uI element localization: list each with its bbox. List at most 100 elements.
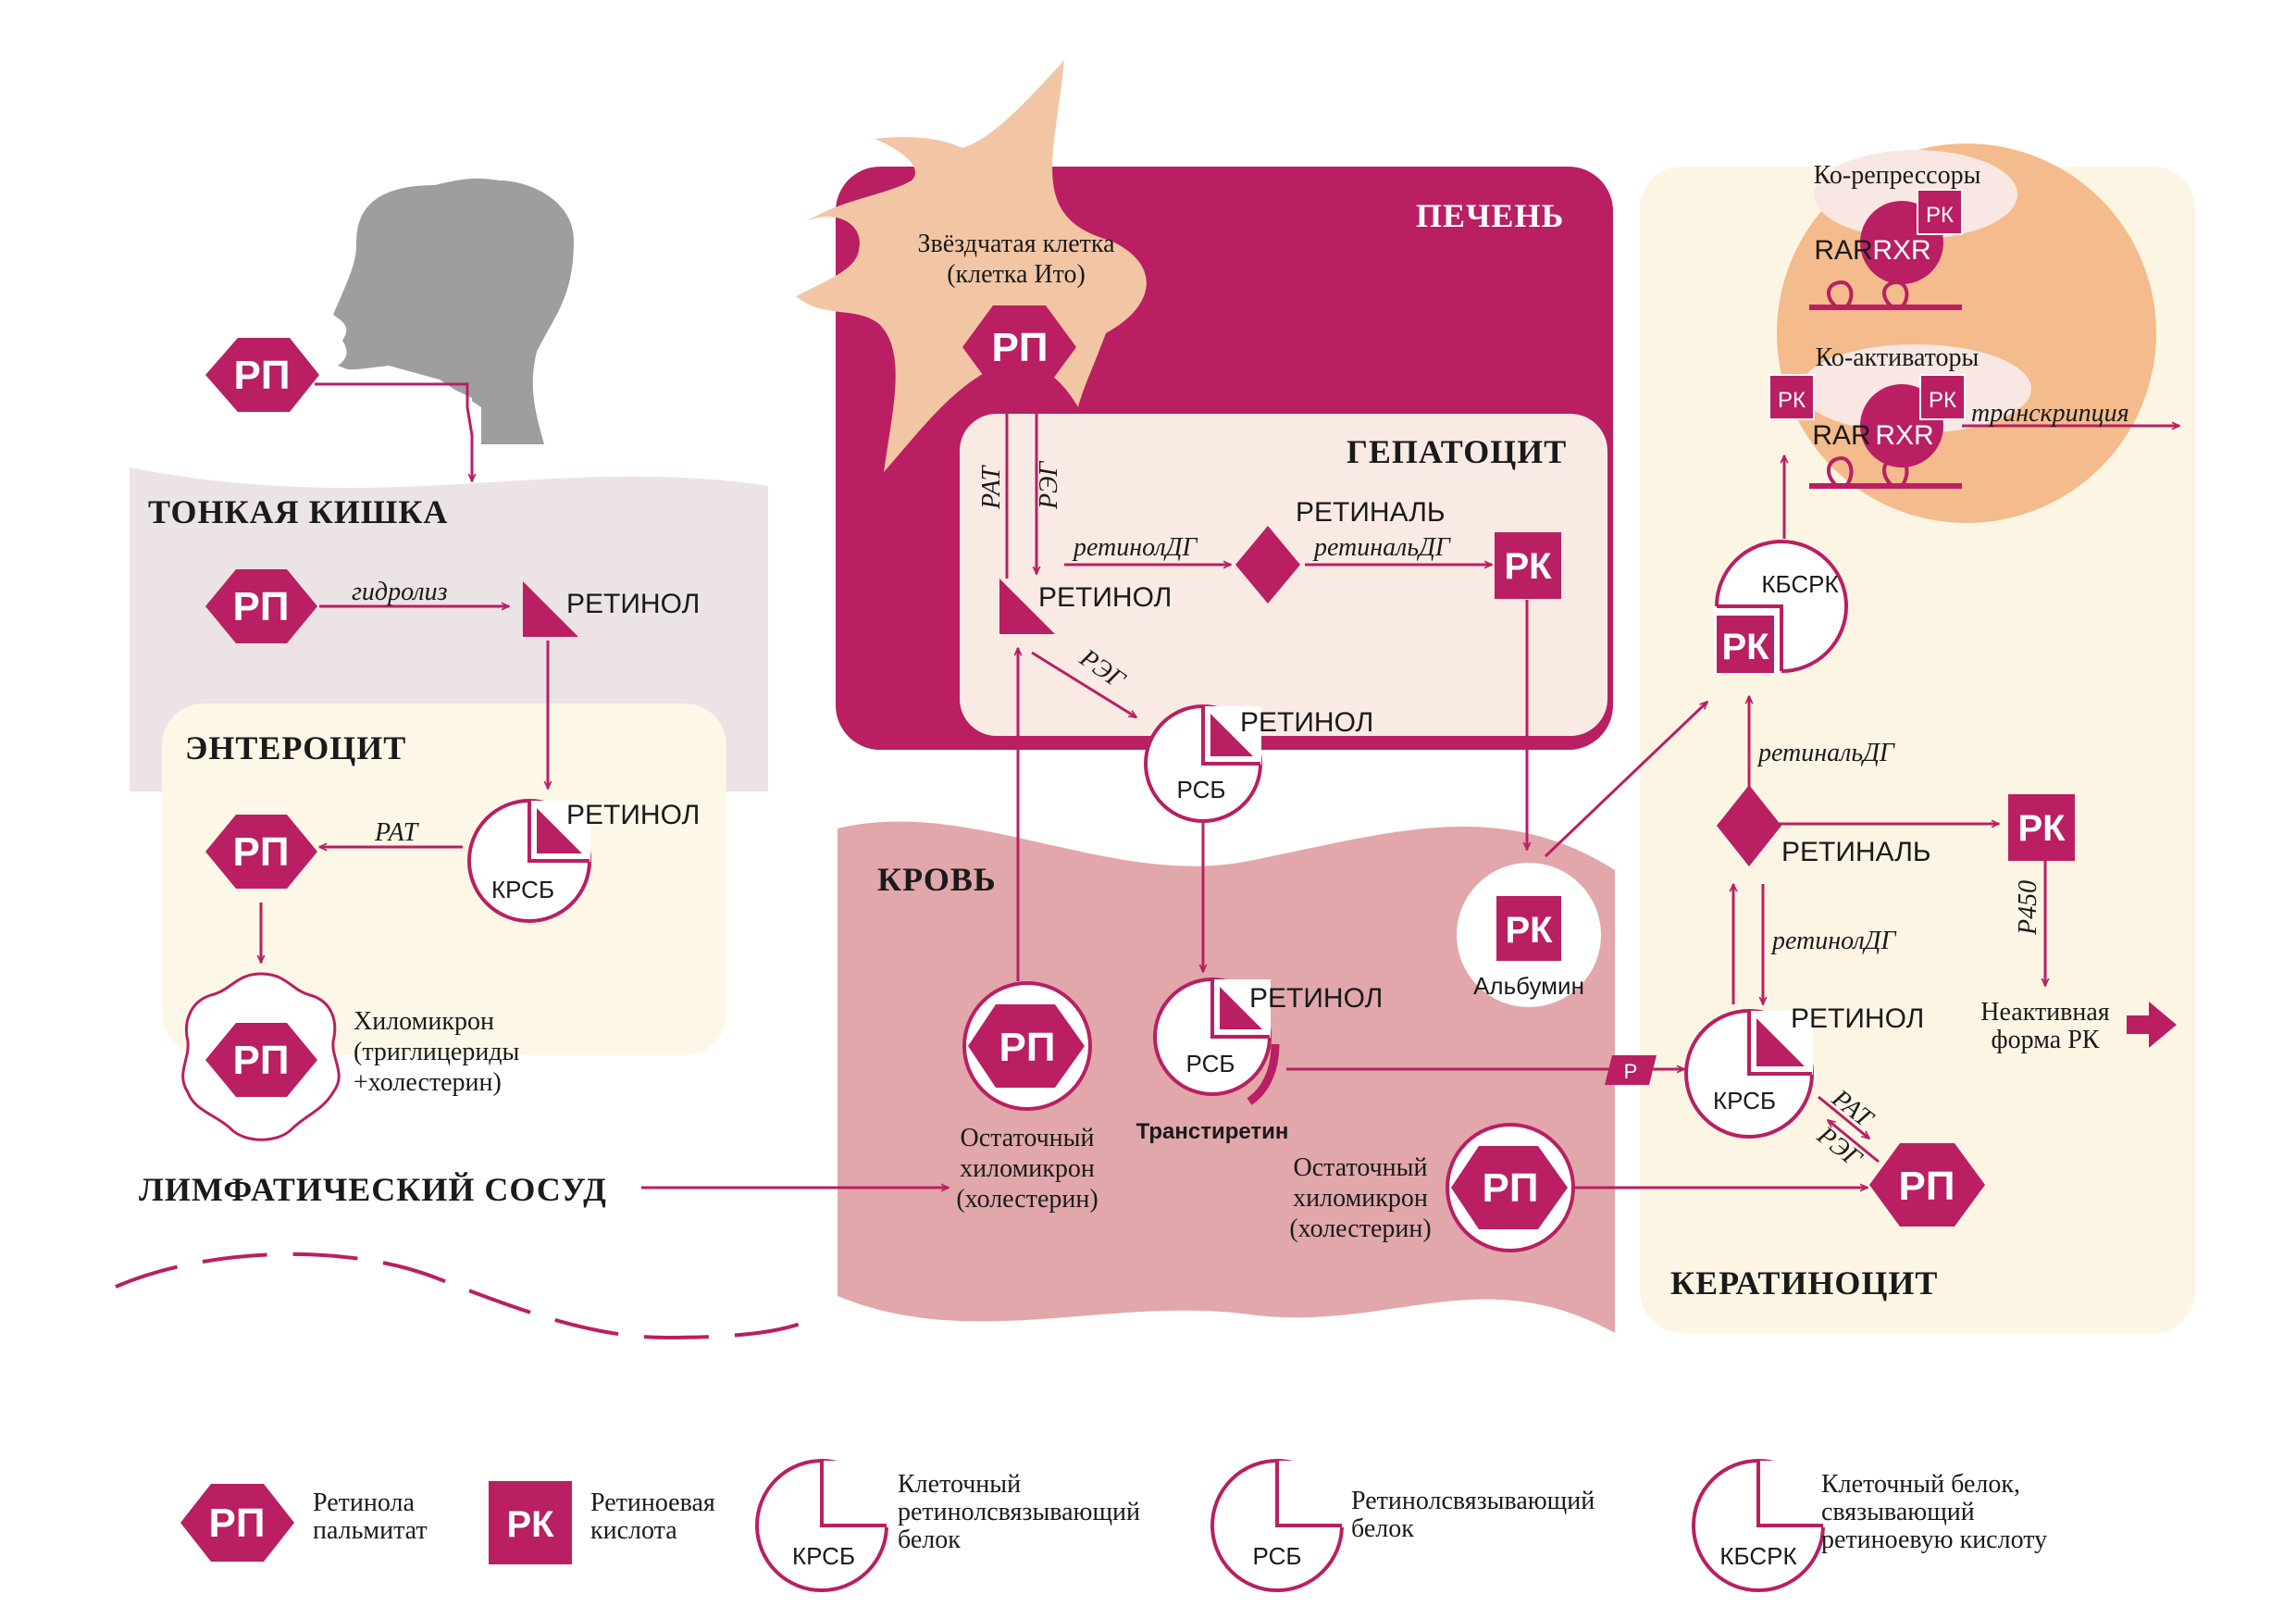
hepatocyte-retinaldh-label: ретинальДГ: [1312, 533, 1451, 562]
hepatocyte-reg-label: РЭГ: [1035, 461, 1063, 510]
svg-text:РП: РП: [233, 829, 290, 875]
keratinocyte-retinaldh-label: ретинальДГ: [1756, 739, 1895, 767]
svg-text:РП: РП: [234, 353, 291, 398]
remnant-right-line-2: хиломикрон: [1293, 1184, 1428, 1213]
keratinocyte-retinol-label: РЕТИНОЛ: [1791, 1003, 1924, 1034]
enterocyte-rat-label: РАТ: [374, 818, 420, 847]
transcription-label: транскрипция: [1971, 399, 2129, 428]
retinal-diamond-keratinocyte: [1717, 785, 1781, 866]
remnant-chylomicron-right: РП: [1446, 1123, 1575, 1252]
svg-text:RXR: RXR: [1872, 235, 1930, 266]
svg-text:РК: РК: [506, 1504, 554, 1545]
remnant-left-line-2: хиломикрон: [960, 1154, 1095, 1183]
hepatocyte-rat-label: РАТ: [977, 464, 1006, 510]
rp-hexagon-intestine: РП: [205, 569, 317, 643]
rk-square-keratinocyte: РК: [2008, 794, 2075, 861]
intestine-retinol-label: РЕТИНОЛ: [566, 589, 700, 619]
coactivators-label: Ко-активаторы: [1816, 343, 1980, 372]
chylomicron-line-2: (триглицериды: [354, 1038, 520, 1066]
blood-title: КРОВЬ: [877, 861, 997, 898]
head-icon: [333, 178, 574, 444]
kbsrk-label: КБСРК: [1761, 570, 1838, 598]
rsb-blood: [1153, 978, 1280, 1105]
svg-text:КБСРК: КБСРК: [1719, 1542, 1796, 1570]
rar-rxr-activated: RAR RXR РК РК: [1769, 374, 1966, 489]
p450-label: Р450: [2014, 880, 2042, 936]
svg-text:КРСБ: КРСБ: [792, 1542, 855, 1570]
svg-text:белок: белок: [898, 1526, 961, 1554]
rk-square-hepatocyte: РК: [1495, 532, 1561, 599]
rp-hexagon-keratinocyte: РП: [1869, 1143, 1985, 1227]
svg-text:Клеточный: Клеточный: [898, 1470, 1021, 1499]
rsb-hepatocyte-label: РСБ: [1177, 776, 1226, 803]
svg-text:связывающий: связывающий: [1821, 1498, 1975, 1526]
svg-text:ретиноевую кислоту: ретиноевую кислоту: [1821, 1526, 2047, 1554]
rsb-blood-label: РСБ: [1186, 1050, 1235, 1077]
esophagus-tube: [310, 369, 472, 435]
svg-text:РК: РК: [1504, 546, 1552, 587]
svg-text:РК: РК: [1778, 388, 1806, 413]
svg-text:RAR: RAR: [1814, 235, 1872, 266]
keratinocyte-title: КЕРАТИНОЦИТ: [1670, 1264, 1938, 1301]
stellate-line-2: (клетка Ито): [947, 260, 1086, 289]
krsb-keratinocyte: [1684, 1009, 1814, 1139]
legend-item-rk: РК Ретиноевая кислота: [489, 1481, 715, 1564]
retinal-diamond-hepatocyte: [1235, 526, 1300, 604]
blood-retinol-label: РЕТИНОЛ: [1249, 983, 1383, 1014]
svg-text:Ретинола: Ретинола: [313, 1488, 415, 1517]
svg-text:РК: РК: [1721, 627, 1769, 667]
hydrolysis-label: гидролиз: [352, 578, 448, 606]
enterocyte-krsb-label: КРСБ: [491, 876, 554, 903]
hepatocyte-retinal-label: РЕТИНАЛЬ: [1296, 497, 1446, 528]
remnant-chylomicron-left: РП: [962, 981, 1092, 1111]
svg-text:РК: РК: [1926, 203, 1954, 228]
rar-rxr-repressed: RAR RXR РК: [1809, 189, 1963, 310]
svg-text:РП: РП: [1899, 1164, 1955, 1209]
svg-text:РП: РП: [999, 1025, 1056, 1070]
svg-text:РП: РП: [233, 1038, 290, 1083]
legend-item-rp: РП Ретинола пальмитат: [180, 1484, 428, 1562]
svg-text:Клеточный белок,: Клеточный белок,: [1821, 1470, 2020, 1499]
intestine-title: ТОНКАЯ КИШКА: [148, 493, 448, 530]
hepatocyte-retinoldh-label: ретинолДГ: [1072, 533, 1198, 562]
hepatocyte-title: ГЕПАТОЦИТ: [1347, 433, 1567, 470]
rp-hexagon-enterocyte: РП: [205, 815, 317, 889]
transthyretin-arc: [1247, 1043, 1280, 1105]
albumin-label: Альбумин: [1473, 972, 1584, 1000]
enterocyte-retinol-label: РЕТИНОЛ: [566, 800, 700, 830]
stellate-line-1: Звёздчатая клетка: [918, 230, 1116, 258]
legend-item-krsb: КРСБ Клеточный ретинолсвязывающий белок: [755, 1459, 1140, 1592]
remnant-left-line-1: Остаточный: [961, 1124, 1095, 1152]
svg-text:РП: РП: [233, 584, 290, 629]
corepressors-label: Ко-репрессоры: [1814, 161, 1981, 190]
svg-text:РП: РП: [992, 325, 1049, 370]
svg-text:Ретиноевая: Ретиноевая: [590, 1488, 715, 1517]
svg-text:ретинолсвязывающий: ретинолсвязывающий: [898, 1498, 1140, 1526]
chylomicron-line-1: Хиломикрон: [354, 1007, 494, 1036]
svg-text:РП: РП: [209, 1501, 266, 1546]
albumin: РК: [1457, 863, 1601, 1007]
receptor: Р: [1605, 1055, 1657, 1085]
remnant-right-line-3: (холестерин): [1289, 1214, 1431, 1243]
svg-text:RXR: RXR: [1875, 420, 1933, 451]
svg-text:РК: РК: [2017, 808, 2066, 849]
rsb-hepatocyte: [1144, 704, 1262, 823]
svg-text:РК: РК: [1929, 388, 1956, 413]
chylomicron-line-3: +холестерин): [354, 1068, 502, 1097]
rsb-retinol-label: РЕТИНОЛ: [1240, 707, 1373, 738]
svg-text:белок: белок: [1351, 1514, 1414, 1543]
enterocyte-title: ЭНТЕРОЦИТ: [185, 729, 406, 766]
rp-hexagon-stellate: РП: [962, 305, 1076, 389]
keratinocyte-retinoldh-label: ретинолДГ: [1770, 927, 1896, 955]
chylomicron: РП: [181, 972, 341, 1141]
liver-title: ПЕЧЕНЬ: [1416, 197, 1564, 234]
svg-text:РК: РК: [1505, 910, 1553, 951]
retinol-triangle-intestine: [523, 581, 578, 637]
keratinocyte-retinal-label: РЕТИНАЛЬ: [1781, 837, 1931, 867]
svg-text:пальмитат: пальмитат: [313, 1516, 428, 1545]
hepatocyte-retinol-label: РЕТИНОЛ: [1038, 582, 1172, 613]
legend: РП Ретинола пальмитат РК Ретиноевая кисл…: [180, 1459, 2047, 1592]
rp-hexagon-mouth: РП: [205, 338, 319, 412]
svg-text:кислота: кислота: [590, 1516, 677, 1545]
connectors: [261, 382, 2179, 1188]
